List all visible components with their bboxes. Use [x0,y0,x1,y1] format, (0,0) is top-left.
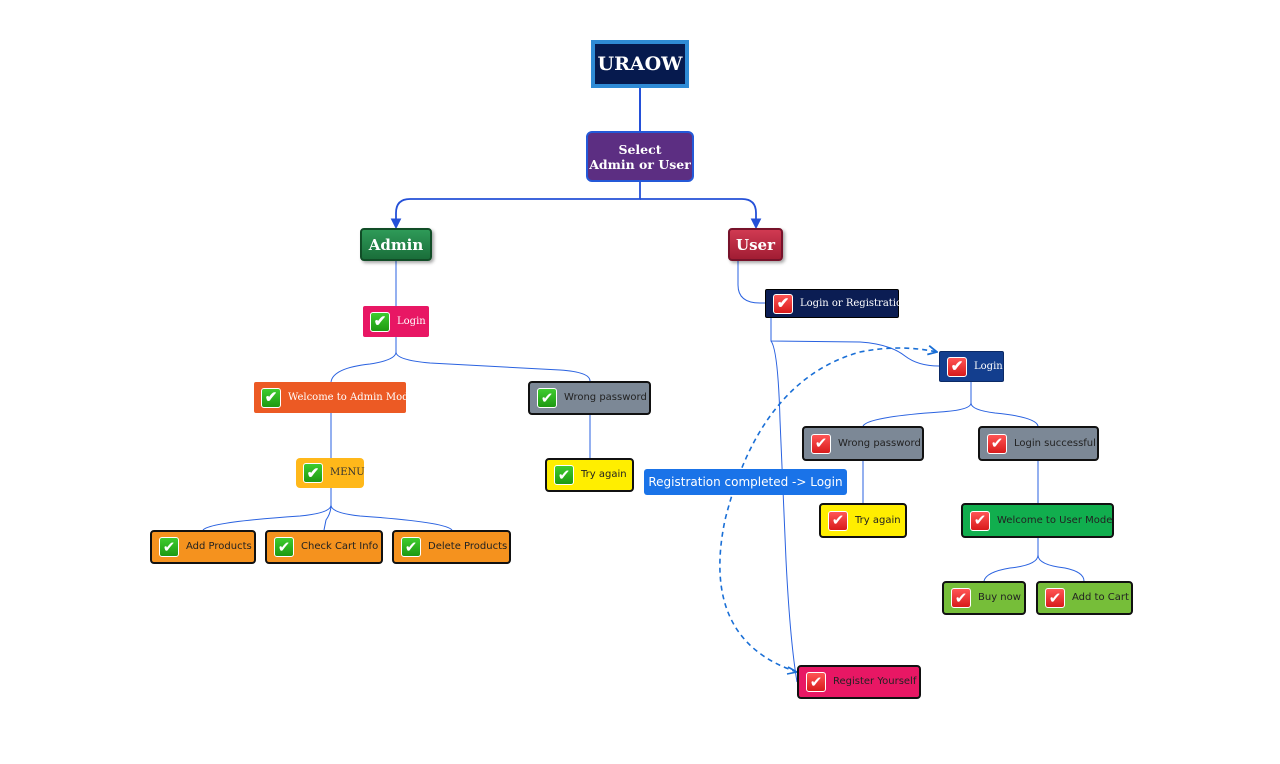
welcome-user-label: Welcome to User Mode [997,514,1113,526]
user-node: User [728,228,783,261]
user-wrong-password-label: Wrong password [838,437,921,449]
edge-login-success [970,402,1039,427]
admin-try-again-label: Try again [581,469,627,480]
admin-login-label: Login [397,315,426,327]
add-to-cart-node: ✔ Add to Cart [1036,581,1133,615]
admin-try-again-node: ✔ Try again [545,458,634,492]
root-node-uraow: URAOW [591,40,689,88]
admin-wrong-password-label: Wrong password [564,392,647,403]
user-wrong-password-node: ✔ Wrong password [802,426,924,461]
green-check-icon: ✔ [303,463,323,483]
edge-adminlogin-welcome [330,337,397,383]
red-check-icon: ✔ [947,356,967,377]
delete-products-node: ✔ Delete Products [392,530,511,564]
red-check-icon: ✔ [951,588,971,608]
user-try-again-node: ✔ Try again [819,503,907,538]
edge-menu-add [202,488,332,531]
edge-loginreg-login [770,318,940,367]
welcome-user-node: ✔ Welcome to User Mode [961,503,1114,538]
login-successful-label: Login successful [1014,437,1096,449]
red-check-icon: ✔ [806,672,826,692]
edge-welcome-cart [1037,554,1085,582]
red-check-icon: ✔ [773,293,793,314]
user-login-node: ✔ Login [939,351,1004,382]
login-or-registration-node: ✔ Login or Registration [765,289,908,318]
admin-login-node: ✔ Login [363,306,429,337]
admin-wrong-password-node: ✔ Wrong password [528,381,651,415]
admin-menu-node: ✔ MENU [296,458,365,488]
login-or-registration-label: Login or Registration [800,297,909,309]
user-try-again-label: Try again [855,514,901,526]
buy-now-node: ✔ Buy now [942,581,1026,615]
buy-now-label: Buy now [978,592,1021,603]
red-check-icon: ✔ [811,433,831,454]
edge-user-loginreg [737,261,765,304]
edge-register-arrowhead [786,666,800,675]
green-check-icon: ✔ [159,537,179,557]
green-check-icon: ✔ [261,387,281,408]
add-products-node: ✔ Add Products [150,530,256,564]
green-check-icon: ✔ [401,537,421,557]
login-successful-node: ✔ Login successful [978,426,1099,461]
root-label: URAOW [597,52,683,75]
delete-products-label: Delete Products [428,541,508,552]
red-check-icon: ✔ [1045,588,1065,608]
register-yourself-label: Register Yourself [833,676,917,687]
user-label: User [736,235,775,254]
green-check-icon: ✔ [274,537,294,557]
user-login-label: Login [974,360,1003,372]
edge-select-user [640,198,762,230]
admin-menu-label: MENU [330,467,365,478]
edge-loginreg-register [770,340,798,683]
add-to-cart-label: Add to Cart [1072,592,1129,603]
check-cart-info-label: Check Cart Info [301,541,379,552]
add-products-label: Add Products [186,541,252,552]
welcome-admin-node: ✔ Welcome to Admin Mode [254,382,415,413]
red-check-icon: ✔ [987,433,1007,454]
red-check-icon: ✔ [970,510,990,531]
admin-node: Admin [360,228,432,261]
edge-menu-delete [330,504,453,531]
green-check-icon: ✔ [537,388,557,408]
edge-welcome-buy [983,538,1039,582]
edge-login-wrong [862,382,972,427]
edge-menu-check [323,504,332,531]
check-cart-info-node: ✔ Check Cart Info [265,530,383,564]
green-check-icon: ✔ [370,311,390,332]
register-yourself-node: ✔ Register Yourself [797,665,921,699]
edge-select-admin [390,182,641,230]
registration-completed-annotation: Registration completed -> Login [644,469,847,495]
admin-label: Admin [368,235,424,254]
welcome-admin-label: Welcome to Admin Mode [288,391,415,403]
red-check-icon: ✔ [828,510,848,531]
edge-adminlogin-wrong [395,351,591,382]
green-check-icon: ✔ [554,465,574,485]
